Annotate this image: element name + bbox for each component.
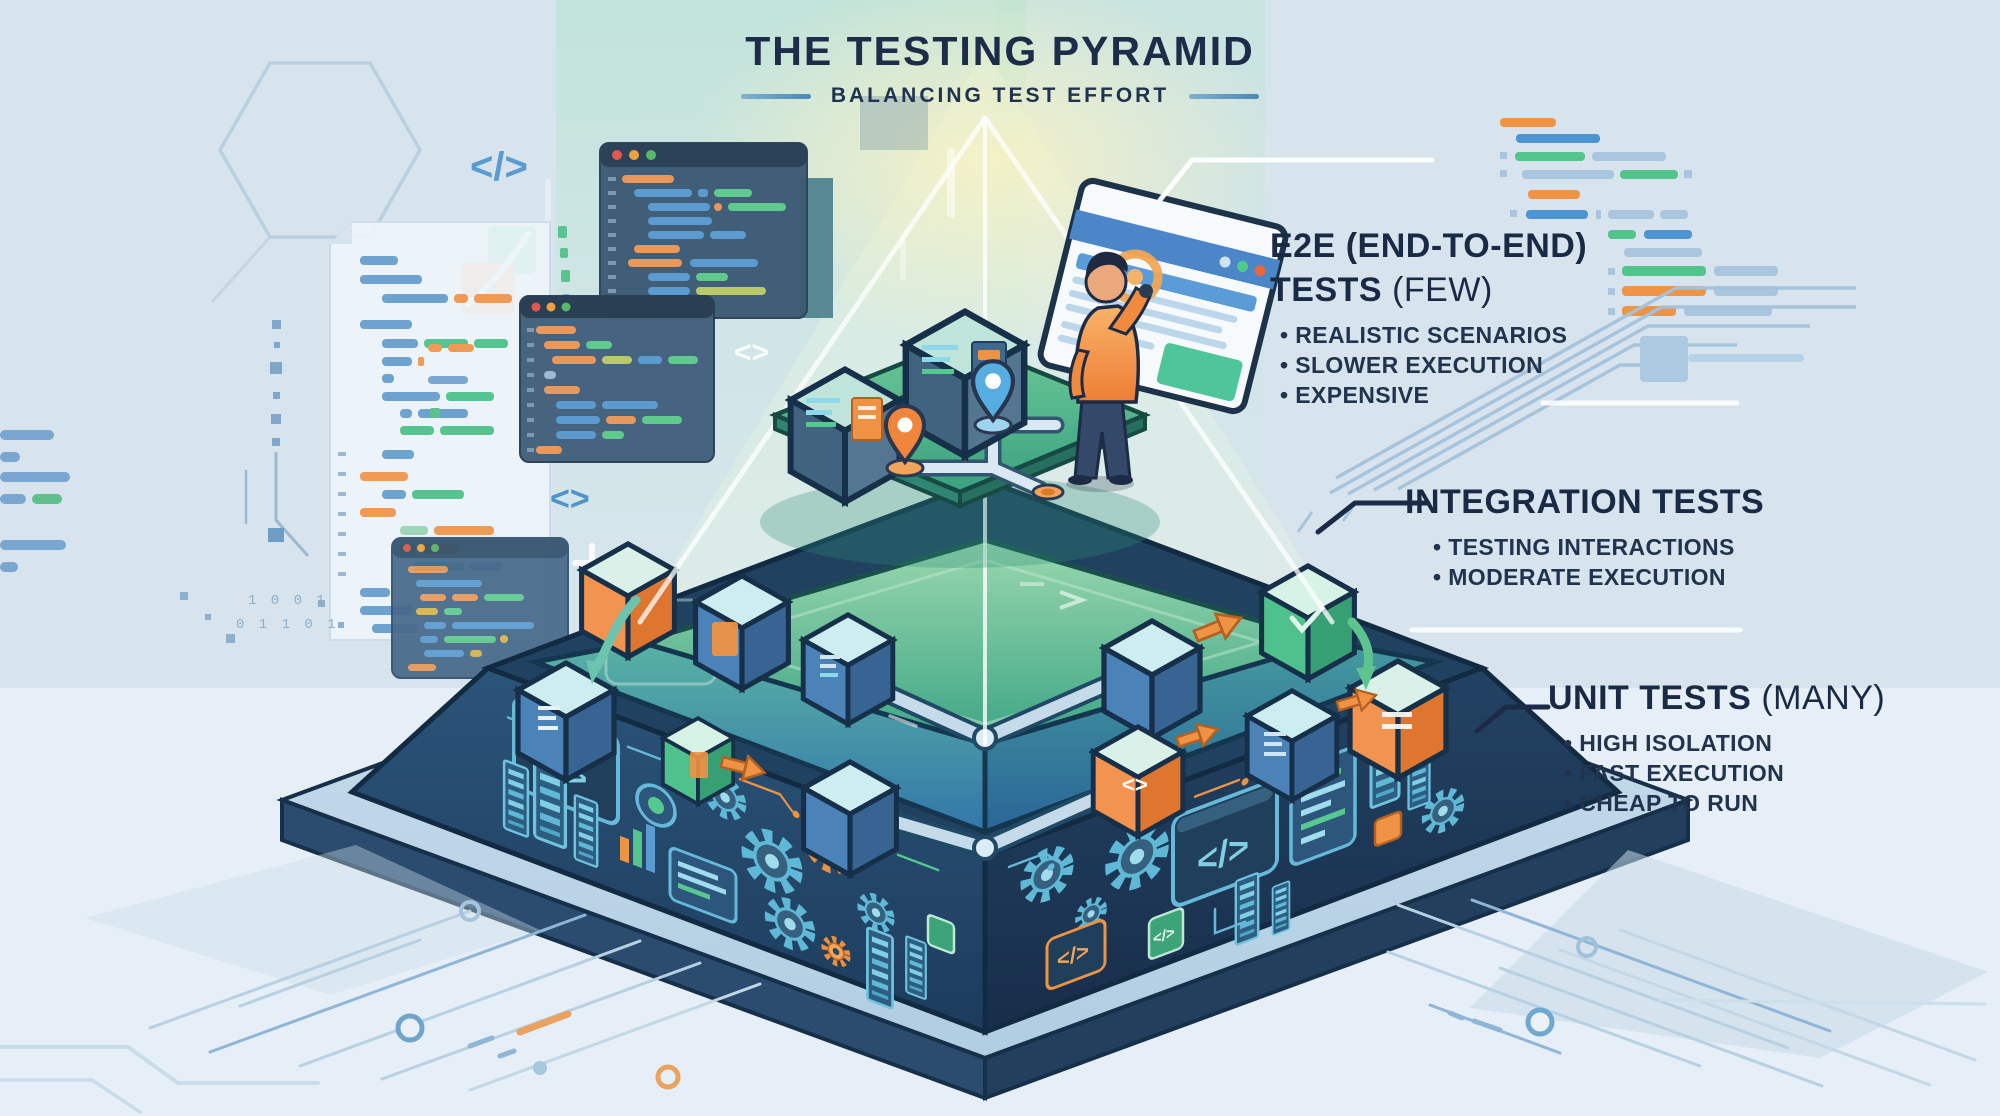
- unit-left-icons: </>: [502, 690, 956, 1011]
- e2e-connector: [1157, 157, 1435, 203]
- cube-icon: [791, 369, 900, 502]
- page-title: THE TESTING PYRAMID: [745, 28, 1255, 74]
- e2e-bullet-list: • REALISTIC SCENARIOS • SLOWER EXECUTION…: [1270, 320, 1587, 410]
- green-code-tile: </>: [1147, 907, 1185, 960]
- code-window-top: [599, 142, 808, 319]
- green-tile-icon: [926, 914, 956, 955]
- svg-text:</>: </>: [1153, 924, 1175, 949]
- orange-tile-icon: [1373, 810, 1403, 847]
- person-figure: [1066, 251, 1153, 492]
- code-lines: [536, 326, 698, 454]
- e2e-title-line2-bold: TESTS: [1270, 271, 1383, 309]
- code-tile-small: </>: [1045, 919, 1107, 991]
- angle-brackets-small: <>: [734, 336, 769, 369]
- cube-icon: [518, 663, 614, 780]
- line-numbers: [608, 177, 616, 293]
- callout-unit: UNIT TESTS(MANY) • HIGH ISOLATION • FAST…: [1548, 676, 1885, 818]
- list-item: • REALISTIC SCENARIOS: [1280, 322, 1568, 348]
- svg-text:1 0 0 1: 1 0 0 1: [248, 593, 328, 609]
- list-item: • EXPENSIVE: [1280, 382, 1430, 408]
- svg-text:0 1 1 0 1: 0 1 1 0 1: [236, 617, 339, 633]
- code-bar-cluster-mid: [1608, 230, 1778, 316]
- server-tower-icon: [905, 934, 927, 1001]
- server-tower-icon: [865, 925, 895, 1011]
- flow-arrows: [586, 595, 1381, 786]
- unit-connector: [1474, 704, 1551, 734]
- unit-bullet-list: • HIGH ISOLATION • FAST EXECUTION • CHEA…: [1548, 728, 1885, 818]
- floor-traces-right: [1386, 898, 1987, 1088]
- list-item: • FAST EXECUTION: [1564, 760, 1785, 786]
- line-numbers: [527, 328, 534, 452]
- e2e-title-line2-light: (FEW): [1392, 271, 1493, 309]
- cube-icon: [803, 615, 893, 724]
- cube-icon: [804, 762, 897, 875]
- server-tower-icon: [1234, 871, 1260, 947]
- server-tower-icon: [573, 793, 599, 869]
- code-window-low: [391, 537, 569, 679]
- integration-heading: INTEGRATION TESTS: [1405, 483, 1765, 521]
- code-bar-cluster-top: [1500, 118, 1692, 219]
- list-item: • CHEAP TO RUN: [1564, 790, 1759, 816]
- dashed-square-column: [244, 320, 310, 557]
- shadow-left: [85, 845, 540, 995]
- list-panel-icon: [668, 847, 738, 924]
- callout-connectors: [1157, 157, 1743, 734]
- server-tower-icon: [1271, 880, 1291, 937]
- bar-chart-icon: [620, 823, 655, 874]
- callout-integration: INTEGRATION TESTS • TESTING INTERACTIONS…: [1405, 480, 1764, 592]
- integration-cubes: <>: [518, 544, 1446, 875]
- server-tower-icon: [502, 758, 530, 839]
- code-window-mid: [519, 295, 715, 463]
- subtitle-dash-right: [1189, 93, 1260, 99]
- green-dash-column: [558, 226, 570, 303]
- cube-icon: [582, 544, 675, 657]
- list-item: • HIGH ISOLATION: [1564, 730, 1773, 756]
- unit-heading: UNIT TESTS(MANY): [1548, 676, 1885, 720]
- cube-icon: [696, 576, 789, 689]
- page-subtitle: BALANCING TEST EFFORT: [830, 84, 1170, 107]
- svg-text:<>: <>: [1122, 772, 1148, 797]
- floor-traces-left: [0, 900, 762, 1114]
- subtitle-dash-left: [740, 93, 811, 99]
- circuit-traces: [1007, 715, 1407, 935]
- binary-digits: 1 0 0 1 0 1 1 0 1: [180, 592, 344, 643]
- title-block: THE TESTING PYRAMID BALANCING TEST EFFOR…: [0, 28, 2000, 108]
- e2e-title-line1: E2E (END-TO-END): [1270, 227, 1588, 265]
- list-item: • MODERATE EXECUTION: [1433, 564, 1726, 590]
- code-tag-icon: </>: [470, 145, 528, 189]
- cube-icon: [1104, 621, 1200, 738]
- cube-icon: [1247, 691, 1337, 800]
- list-item: • TESTING INTERACTIONS: [1433, 534, 1735, 560]
- code-lines: [622, 175, 786, 295]
- unit-title-bold: UNIT TESTS: [1548, 679, 1752, 717]
- angle-brackets-icon: <>: [550, 480, 590, 518]
- right-decorations: [1296, 118, 1856, 533]
- callout-e2e: E2E (END-TO-END) TESTS(FEW) • REALISTIC …: [1270, 224, 1587, 410]
- unit-title-light: (MANY): [1761, 679, 1886, 717]
- e2e-heading: E2E (END-TO-END) TESTS(FEW): [1270, 224, 1587, 312]
- circuit-diagonals: [1296, 286, 1856, 533]
- integration-bullet-list: • TESTING INTERACTIONS • MODERATE EXECUT…: [1405, 532, 1764, 592]
- chip-square: [1640, 336, 1688, 382]
- code-lines: [408, 566, 534, 671]
- edge-code-bars: [0, 344, 474, 572]
- document-line-numbers: [338, 452, 346, 576]
- list-item: • SLOWER EXECUTION: [1280, 352, 1544, 378]
- integration-connector: [1315, 500, 1431, 535]
